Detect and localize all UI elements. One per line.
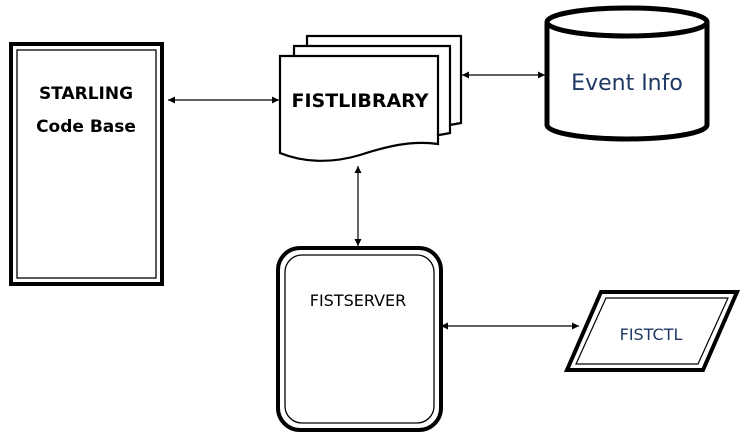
starling-code-base-node: STARLING Code Base [9,42,164,286]
fistlibrary-front-page [278,54,440,162]
fistserver-node: FISTSERVER [276,246,443,432]
event-info-cylinder-body [544,22,710,142]
fistlibrary-node: FISTLIBRARY [278,34,463,162]
starling-label-line1: STARLING [39,84,133,104]
event-info-node: Event Info [544,5,710,142]
starling-label-line2: Code Base [36,117,136,137]
fistctl-node: FISTCTL [563,290,741,372]
event-info-label: Event Info [571,71,683,96]
event-info-cylinder-top [544,5,710,39]
fistserver-label: FISTSERVER [310,291,407,310]
fistctl-label: FISTCTL [620,325,683,344]
fistlibrary-label: FISTLIBRARY [291,90,428,112]
